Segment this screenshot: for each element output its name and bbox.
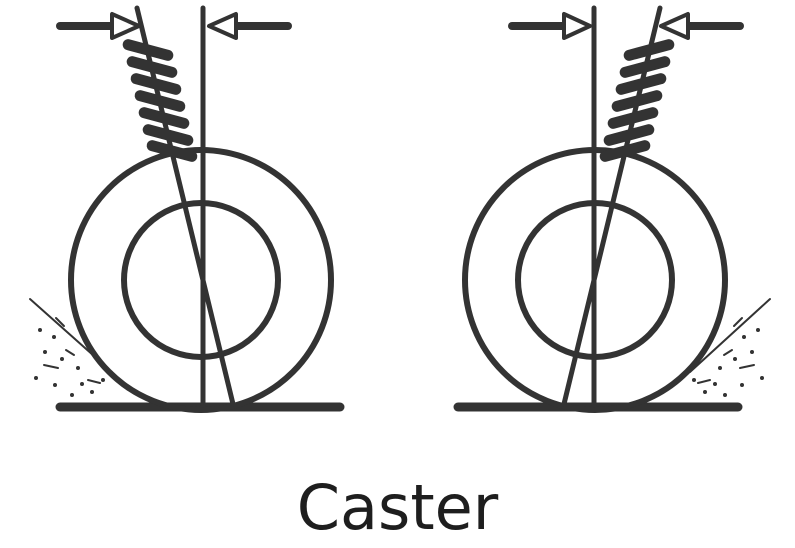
left-arrow-in bbox=[56, 12, 141, 40]
right-coil-spring-icon bbox=[598, 37, 676, 164]
right-wheel-assembly bbox=[453, 5, 771, 413]
diagram-caption: Caster bbox=[296, 471, 499, 544]
left-steering-axis bbox=[134, 5, 236, 407]
right-steering-axis bbox=[561, 5, 663, 407]
left-terrain bbox=[29, 298, 113, 397]
right-arrow-out bbox=[659, 12, 744, 40]
right-terrain bbox=[689, 298, 771, 397]
left-coil-spring-icon bbox=[121, 37, 199, 164]
right-arrow-in bbox=[508, 12, 592, 40]
left-wheel-assembly bbox=[29, 5, 345, 413]
left-arrow-out bbox=[207, 12, 292, 40]
